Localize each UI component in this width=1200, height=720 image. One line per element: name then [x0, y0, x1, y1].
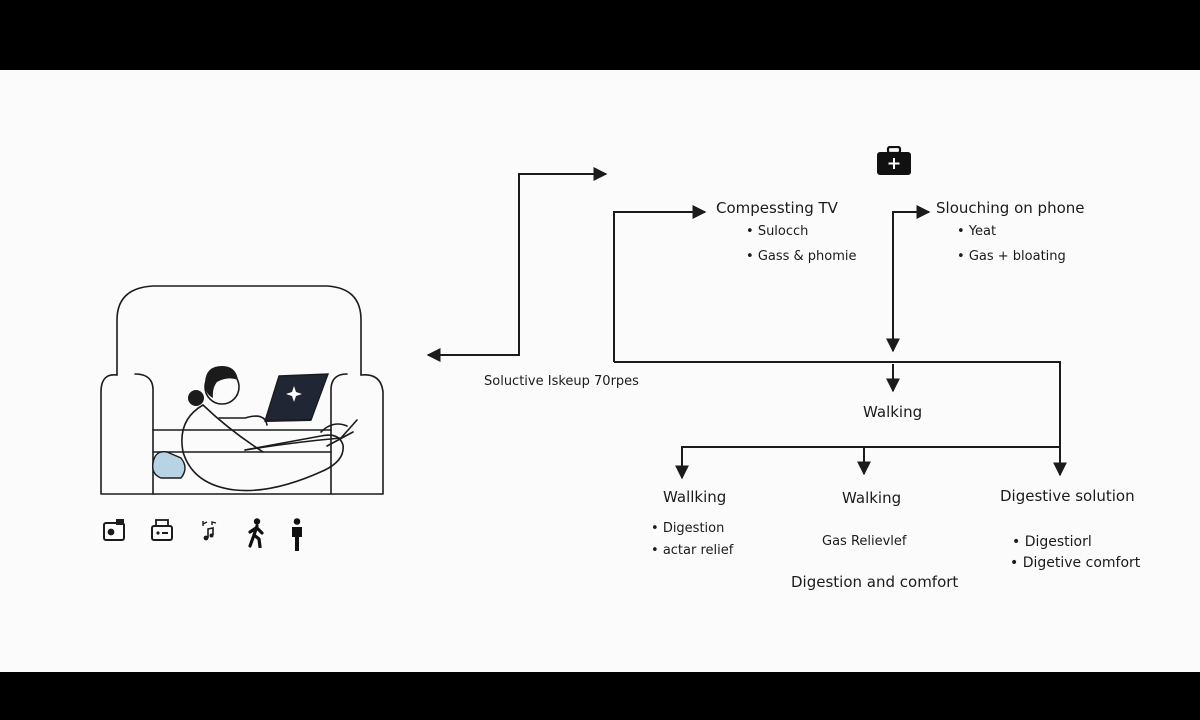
- scale-icon: [103, 519, 125, 541]
- walking-left-title: Wallking: [663, 488, 727, 506]
- slouching-phone-item: Yeat: [957, 225, 996, 238]
- walking-center-title: Walking: [863, 403, 923, 421]
- person-on-couch-illustration: [100, 285, 384, 495]
- compressing-tv-title: Compessting TV: [716, 199, 838, 217]
- standing-person-icon: [292, 518, 302, 551]
- connector-main-horizontal: [614, 361, 1061, 480]
- arrow-loop-to-compressing-tv: [613, 205, 707, 362]
- compressing-tv-item: Gass & phomie: [746, 250, 857, 263]
- arrow-to-top-and-scene: [426, 167, 608, 362]
- walking-middle-subtitle: Gas Relievlef: [822, 534, 907, 549]
- printer-icon: [151, 519, 173, 541]
- slouching-phone-item: Gas + bloating: [957, 250, 1066, 263]
- arrow-slouching-down: [886, 205, 931, 353]
- music-notes-icon: [202, 521, 217, 541]
- walking-person-icon: [248, 518, 264, 548]
- walking-left-item: actar relief: [651, 544, 734, 557]
- compressing-tv-item: Sulocch: [746, 225, 809, 238]
- digestive-solution-title: Digestive solution: [1000, 487, 1135, 505]
- connector-lines: [426, 167, 1067, 480]
- digestive-solution-item: Digestiorl: [1012, 535, 1092, 549]
- walking-left-item: Digestion: [651, 522, 725, 535]
- walking-middle-caption: Digestion and comfort: [791, 573, 959, 591]
- digestive-solution-item: Digetive comfort: [1010, 556, 1141, 570]
- diagram-canvas: Soluctive Iskeup 70rpes Compessting TV S…: [0, 70, 1200, 672]
- walking-middle-title: Walking: [842, 489, 902, 507]
- center-label: Soluctive Iskeup 70rpes: [484, 374, 639, 389]
- slouching-phone-title: Slouching on phone: [936, 199, 1085, 217]
- first-aid-kit-icon: [877, 146, 911, 175]
